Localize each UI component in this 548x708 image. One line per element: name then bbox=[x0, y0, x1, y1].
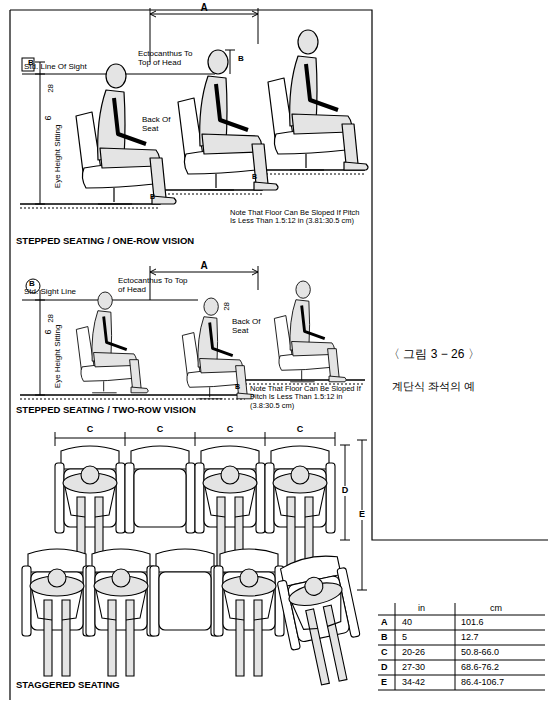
label: 28 bbox=[223, 301, 232, 312]
label: B bbox=[235, 383, 240, 391]
label: B bbox=[28, 59, 34, 68]
label: STEPPED SEATING / TWO-ROW VISION bbox=[16, 405, 196, 415]
label: 40 bbox=[402, 618, 412, 628]
label: A bbox=[200, 260, 207, 271]
label: C bbox=[87, 425, 94, 435]
figure-caption: 〈 그림 3 − 26 〉 bbox=[388, 348, 480, 361]
label: B bbox=[238, 55, 244, 64]
label: 28 bbox=[47, 83, 56, 94]
label: 68.6-76.2 bbox=[461, 663, 499, 673]
label: 50.8-66.0 bbox=[461, 648, 499, 658]
label: Ectocanthus To Top of Head bbox=[138, 50, 204, 68]
label: STAGGERED SEATING bbox=[16, 680, 120, 690]
label: 27-30 bbox=[402, 663, 425, 673]
label: 6 bbox=[44, 328, 54, 335]
label: 6 bbox=[44, 114, 54, 121]
label: 28 bbox=[47, 313, 56, 324]
label: C bbox=[297, 425, 304, 435]
label: 5 bbox=[402, 633, 407, 643]
label: Std. Sight Line bbox=[24, 288, 76, 297]
label: D bbox=[341, 486, 350, 496]
label: C bbox=[381, 648, 388, 658]
label: cm bbox=[490, 604, 502, 614]
label: Eye Height Sitting bbox=[55, 123, 64, 189]
label: Eye Height Sitting bbox=[55, 323, 64, 389]
label: B bbox=[29, 280, 35, 289]
label: D bbox=[381, 663, 388, 673]
label: 86.4-106.7 bbox=[461, 678, 504, 688]
label: A bbox=[381, 618, 388, 628]
label: E bbox=[358, 510, 366, 520]
label: Ectocanthus To Top of Head bbox=[118, 277, 190, 295]
label: 101.6 bbox=[461, 618, 484, 628]
label: Back Of Seat bbox=[232, 318, 266, 336]
label: Note That Floor Can Be Sloped If Pitch I… bbox=[230, 209, 366, 226]
label: E bbox=[381, 678, 387, 688]
label: 34-42 bbox=[402, 678, 425, 688]
label: 20-26 bbox=[402, 648, 425, 658]
label: Back Of Seat bbox=[142, 116, 176, 134]
label: B bbox=[252, 173, 257, 181]
label: B bbox=[150, 193, 155, 201]
label: 계단식 좌석의 예 bbox=[392, 380, 475, 392]
label: 12.7 bbox=[461, 633, 479, 643]
label: STEPPED SEATING / ONE-ROW VISION bbox=[16, 236, 194, 246]
label: C bbox=[157, 425, 164, 435]
label: in bbox=[418, 604, 425, 614]
label: C bbox=[227, 425, 234, 435]
label: Note That Floor Can Be Sloped If Pitch I… bbox=[250, 385, 368, 410]
label: A bbox=[200, 2, 207, 13]
label: B bbox=[381, 633, 388, 643]
